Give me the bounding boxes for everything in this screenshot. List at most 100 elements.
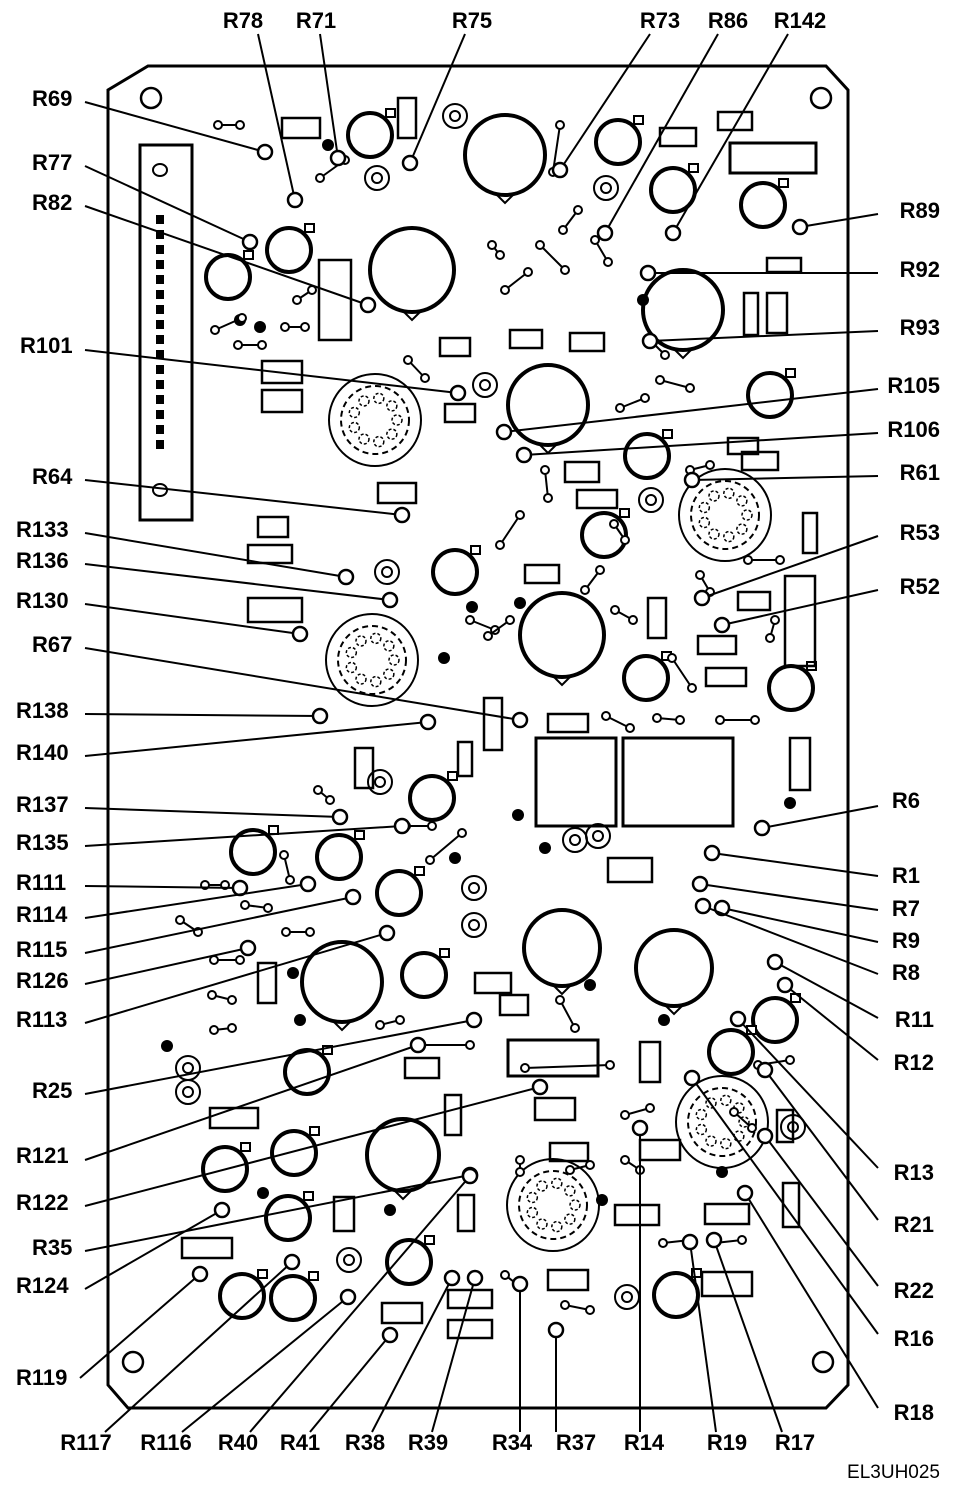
resistor-pad: [573, 205, 583, 215]
board-edge: [106, 64, 850, 1410]
resistor-pad: [233, 340, 243, 350]
socket-pin: [695, 1123, 708, 1136]
label-r111: R111: [16, 870, 66, 895]
resistor-pad: [375, 1020, 385, 1030]
resistor-r135: [393, 817, 411, 835]
label-r35: R35: [32, 1235, 72, 1260]
resistor-r64: [393, 506, 411, 524]
resistor-pad: [280, 322, 290, 332]
solder-dot: [438, 652, 450, 664]
leader-r73: [559, 33, 651, 171]
standoff-hole: [381, 566, 393, 578]
resistor-pad: [615, 403, 625, 413]
resistor-pad: [555, 995, 565, 1005]
resistor-pad: [558, 225, 568, 235]
resistor-r101: [449, 384, 467, 402]
resistor-r67: [511, 711, 529, 729]
standoff: [638, 487, 664, 513]
resistor-pad: [737, 1235, 747, 1245]
resistor-pad: [227, 995, 237, 1005]
transistor: [594, 118, 642, 166]
transistor: [580, 511, 628, 559]
leader-r113: [84, 932, 388, 1024]
component-block: [783, 574, 817, 668]
solder-dot: [512, 809, 524, 821]
label-r6: R6: [892, 788, 920, 813]
solder-dot: [384, 1204, 396, 1216]
resistor-r86: [596, 224, 614, 242]
tube-socket-pins: [690, 480, 760, 550]
standoff-hole: [600, 182, 612, 194]
component-block: [443, 1093, 463, 1137]
transistor-tab: [447, 771, 458, 781]
mounting-hole: [809, 86, 833, 110]
leader-r135: [84, 825, 403, 847]
capacitor-tab: [403, 311, 421, 322]
label-r69: R69: [32, 86, 72, 111]
component-block: [208, 1106, 260, 1130]
leader-r140: [84, 721, 429, 757]
resistor-pad: [403, 355, 413, 365]
component-block: [700, 1270, 754, 1298]
component-block: [260, 359, 304, 385]
resistor-pad: [175, 915, 185, 925]
resistor-pad: [420, 373, 430, 383]
component-block: [638, 1138, 682, 1162]
tube-socket: [325, 613, 419, 707]
resistor-pad: [213, 120, 223, 130]
leader-r16: [691, 1077, 879, 1335]
label-r114: R114: [16, 902, 68, 927]
standoff: [593, 175, 619, 201]
resistor-r77: [241, 233, 259, 251]
resistor-pad: [210, 325, 220, 335]
component-block: [280, 116, 322, 140]
solder-dot: [287, 967, 299, 979]
resistor-r71: [329, 149, 347, 167]
label-r130: R130: [16, 588, 69, 613]
resistor-pad: [207, 990, 217, 1000]
component-block: [332, 1195, 356, 1233]
connector-pin: [156, 230, 164, 239]
standoff: [336, 1247, 362, 1273]
standoff: [585, 823, 611, 849]
transistor-tab: [268, 825, 279, 835]
capacitor-can: [522, 908, 602, 988]
component-block: [446, 1318, 494, 1340]
component-block: [716, 110, 754, 132]
label-r73: R73: [640, 8, 680, 33]
resistor-pad: [457, 828, 467, 838]
component-block: [317, 258, 353, 342]
component-block: [704, 666, 748, 688]
resistor-r61: [683, 471, 701, 489]
label-r142: R142: [774, 8, 827, 33]
resistor-r53: [693, 589, 711, 607]
standoff-hole: [468, 882, 480, 894]
component-block: [256, 515, 290, 539]
solder-dot: [539, 842, 551, 854]
resistor-pad: [487, 240, 497, 250]
label-r37: R37: [556, 1430, 596, 1455]
resistor-pad: [465, 615, 475, 625]
standoff-hole: [371, 172, 383, 184]
leader-r7: [699, 883, 879, 911]
leader-r111: [84, 885, 241, 889]
resistor-r124: [213, 1201, 231, 1219]
resistor-r69: [256, 143, 274, 161]
socket-pin: [370, 675, 382, 688]
label-r75: R75: [452, 8, 492, 33]
component-block: [646, 596, 668, 640]
resistor-pad: [495, 540, 505, 550]
resistor-pad: [300, 322, 310, 332]
label-r22: R22: [894, 1278, 934, 1303]
resistor-pad: [747, 1123, 757, 1133]
resistor-pad: [585, 1305, 595, 1315]
resistor-pad: [675, 715, 685, 725]
connector-pin: [156, 305, 164, 314]
transistor: [739, 181, 787, 229]
connector-pin: [156, 290, 164, 299]
connector-pin: [156, 245, 164, 254]
component-block: [508, 328, 544, 350]
resistor-r8: [694, 897, 712, 915]
resistor-r89: [791, 218, 809, 236]
label-r137: R137: [16, 792, 69, 817]
